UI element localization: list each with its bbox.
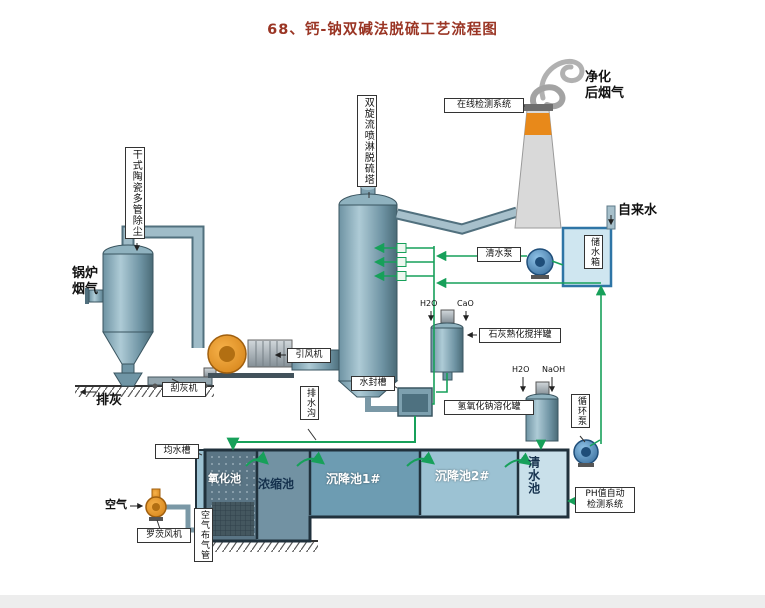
cao-label: CaO (457, 299, 474, 308)
tower-label: 双旋流喷淋脱硫塔 (357, 95, 378, 187)
bottom-strip (0, 595, 765, 608)
h2o-lime-label: H2O (420, 299, 438, 308)
online-detection-label: 在线检测系统 (444, 98, 524, 113)
clean-water-pump-label: 清水泵 (477, 247, 521, 262)
lime-tank-label: 石灰熟化搅拌罐 (479, 328, 561, 343)
ph-system-label: PH值自动 检测系统 (575, 487, 635, 513)
water-seal-tank (397, 387, 433, 417)
concentration-pool-label: 浓缩池 (258, 477, 295, 491)
oxidation-pool-label: 氧化池 (208, 472, 241, 485)
aeration-system (145, 488, 210, 533)
equalization-tank-label: 均水槽 (155, 444, 199, 459)
settling-pool-2-label: 沉降池2# (435, 469, 490, 483)
page-title: 68、钙-钠双碱法脱硫工艺流程图 (267, 22, 498, 38)
clean-water-pump-icon (526, 248, 554, 279)
storage-tank-label: 储水箱 (584, 235, 603, 269)
drain-ditch-label: 排水沟 (300, 386, 319, 420)
clean-pool-label: 清水池 (526, 456, 541, 495)
tap-water-label: 自来水 (618, 203, 658, 218)
lime-slaking-tank-icon (430, 309, 464, 381)
induced-fan-label: 引风机 (287, 348, 331, 363)
naoh-label: NaOH (542, 365, 566, 374)
circulation-pump-label: 循环泵 (571, 394, 590, 428)
ash-discharge-label: 排灰 (96, 393, 123, 408)
chimney-stack (395, 58, 585, 235)
settling-pool-1-label: 沉降池1# (326, 472, 381, 486)
air-pipe-label: 空气布气管 (194, 508, 213, 562)
cyclone-dust-collector (102, 225, 205, 387)
desulfurization-tower (337, 184, 399, 412)
purified-gas-label: 净化 后烟气 (585, 70, 625, 101)
process-water-piping (226, 242, 607, 507)
scraper-label: 刮灰机 (162, 382, 206, 397)
air-label: 空气 (105, 498, 127, 511)
h2o-naoh-label: H2O (512, 365, 530, 374)
boiler-gas-label: 锅炉 烟气 (72, 266, 99, 297)
circulation-pump-icon (573, 439, 599, 467)
roots-blower-label: 罗茨风机 (137, 528, 191, 543)
naoh-tank-label: 氢氧化钠溶化罐 (444, 400, 534, 415)
ceramic-dust-label: 干式陶瓷多管除尘 (125, 147, 146, 239)
treatment-pools (195, 448, 570, 543)
water-seal-label: 水封槽 (351, 376, 395, 391)
